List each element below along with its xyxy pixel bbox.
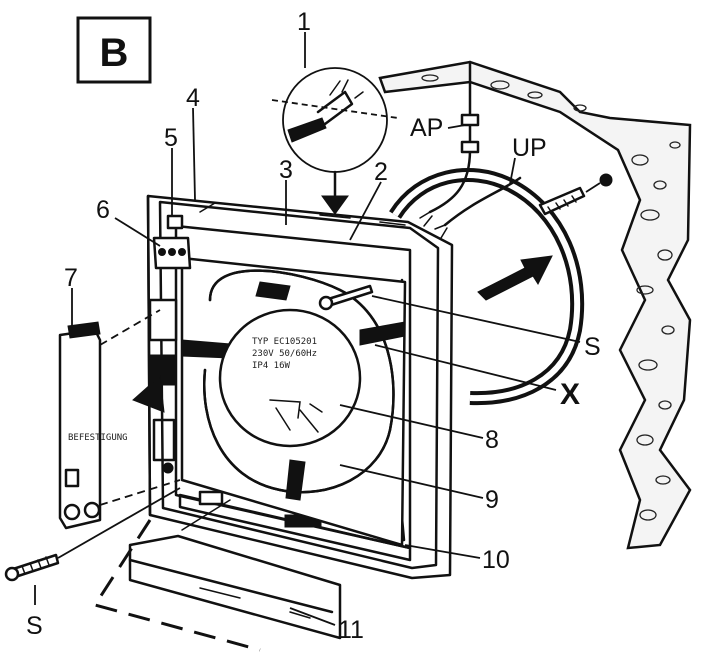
electronics-strip <box>132 298 178 474</box>
terminal-block <box>152 214 192 270</box>
side-cover-strip: BEFESTIGUNG <box>58 309 181 530</box>
callout-3: 3 <box>279 156 293 184</box>
callout-8: 8 <box>485 426 499 454</box>
callout-5: 5 <box>164 124 178 152</box>
callout-2: 2 <box>374 158 388 186</box>
wall-duct-opening <box>389 168 585 406</box>
airflow-arrow <box>477 255 553 301</box>
wall-plug-screw <box>538 173 613 216</box>
callout-x: X <box>560 378 580 411</box>
callout-11: 11 <box>338 616 364 644</box>
svg-text:230V 50/60Hz: 230V 50/60Hz <box>252 349 317 359</box>
callout-1: 1 <box>297 8 311 36</box>
callout-4: 4 <box>186 84 200 112</box>
callout-labels: 1 2 3 4 5 6 7 8 9 10 11 AP UP S S X <box>26 8 601 644</box>
callout-6: 6 <box>96 196 110 224</box>
callout-7: 7 <box>64 264 78 292</box>
svg-text:IP4 16W: IP4 16W <box>252 361 291 371</box>
svg-text:TYP EC105201: TYP EC105201 <box>252 337 317 347</box>
fan-impeller: TYP EC105201 230V 50/60Hz IP4 16W <box>180 256 407 547</box>
panel-letter-box: B <box>76 16 152 84</box>
callout-s-right: S <box>584 333 601 361</box>
screw-bottom-left <box>4 487 181 582</box>
leader-lines <box>34 32 581 626</box>
callout-9: 9 <box>485 486 499 514</box>
panel-letter: B <box>100 31 129 75</box>
callout-10: 10 <box>482 546 510 574</box>
callout-s-left: S <box>26 612 43 640</box>
wall-section <box>378 60 692 550</box>
mains-cables <box>419 60 522 239</box>
callout-up: UP <box>512 134 547 162</box>
bottom-cover-strip <box>92 499 342 652</box>
detail-inset-circle <box>271 67 399 215</box>
svg-text:BEFESTIGUNG: BEFESTIGUNG <box>68 433 128 443</box>
callout-ap: AP <box>410 114 443 142</box>
screw-frame-right <box>318 284 374 311</box>
